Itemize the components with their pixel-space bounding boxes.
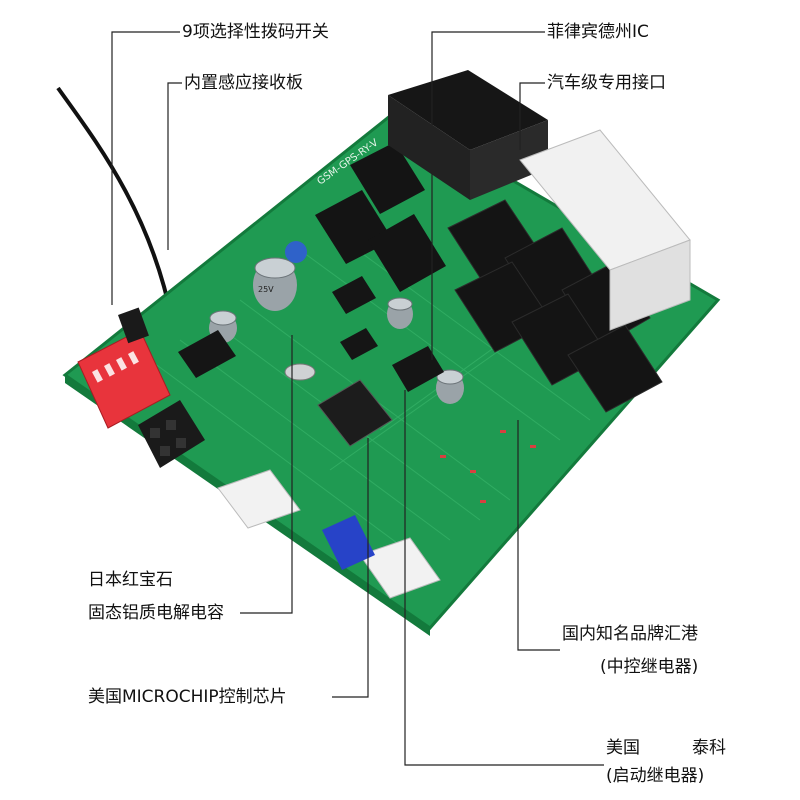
callout-auto-connector: 汽车级专用接口 bbox=[547, 73, 666, 93]
callout-microchip: 美国MICROCHIP控制芯片 bbox=[88, 687, 287, 707]
dip-switch bbox=[77, 329, 171, 429]
callout-relay-line1: 国内知名品牌汇港 bbox=[562, 624, 698, 644]
ic-chip-right bbox=[392, 346, 444, 392]
capacitor-marking: 25V bbox=[258, 285, 274, 294]
smd-components bbox=[440, 430, 536, 503]
electrolytic-capacitor-large: 25V bbox=[253, 257, 297, 311]
white-connector-bottom bbox=[217, 469, 441, 599]
callout-capacitor-line2: 固态铝质电解电容 bbox=[88, 603, 224, 623]
callout-philips-ic: 菲律宾德州IC bbox=[547, 22, 649, 42]
relay-bank bbox=[447, 199, 663, 413]
callout-te-line1: 美国 bbox=[606, 738, 640, 758]
header-pins bbox=[118, 307, 149, 344]
callout-capacitor-line1: 日本红宝石 bbox=[88, 570, 173, 590]
callout-receiver: 内置感应接收板 bbox=[184, 73, 303, 93]
callout-leader-lines bbox=[111, 31, 604, 766]
crystal-oscillator bbox=[284, 363, 316, 381]
ceramic-capacitor bbox=[285, 241, 307, 263]
callout-relay-line2: (中控继电器) bbox=[600, 657, 699, 677]
callout-te-line2: 泰科 bbox=[692, 738, 726, 758]
small-relays bbox=[315, 142, 446, 292]
white-connector-right bbox=[519, 129, 691, 331]
callout-te-line3: (启动继电器) bbox=[606, 766, 705, 786]
power-connector bbox=[138, 400, 205, 468]
microchip-controller bbox=[317, 379, 393, 447]
blue-connector bbox=[322, 515, 375, 570]
antenna-wire bbox=[56, 86, 174, 321]
ic-chip-mid bbox=[340, 328, 378, 360]
ic-chip-left bbox=[178, 330, 236, 378]
electrolytic-capacitor-mid bbox=[387, 297, 413, 329]
electrolytic-capacitor-right bbox=[436, 369, 464, 404]
ic-chip-top bbox=[332, 276, 376, 314]
callout-dip-switch: 9项选择性拨码开关 bbox=[182, 22, 329, 42]
automotive-connector bbox=[388, 70, 548, 200]
